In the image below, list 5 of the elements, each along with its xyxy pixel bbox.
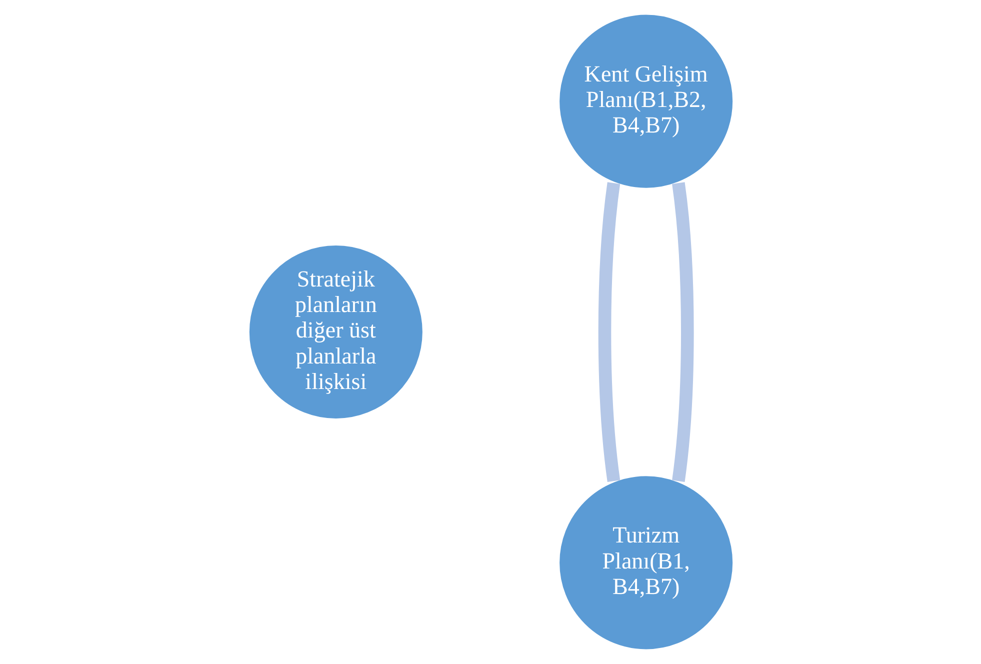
connector bbox=[598, 182, 620, 482]
node-circle: Turizm Planı(B1, B4,B7) bbox=[556, 474, 735, 652]
connector bbox=[672, 182, 694, 482]
node-circle: Kent Gelişim Planı(B1,B2, B4,B7) bbox=[556, 12, 735, 190]
node-circle: Stratejik planların diğer üst planlarla ilişkisi bbox=[246, 242, 424, 422]
